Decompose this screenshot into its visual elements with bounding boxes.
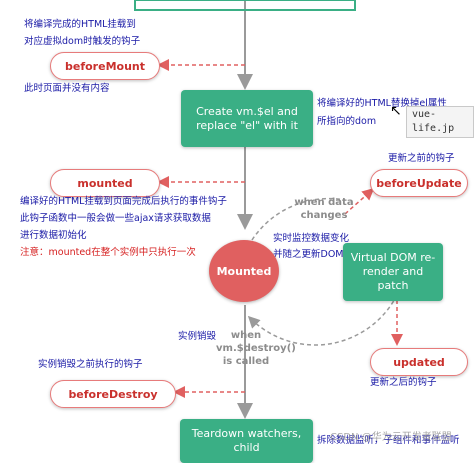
note-mount-top-1: 将编译完成的HTML挂载到 [24, 19, 136, 30]
arrow-to-before-update [344, 188, 375, 215]
tooltip: vue-life.jp [406, 106, 474, 138]
note-mounted-2: 此钩子函数中一般会做一些ajax请求获取数据 [20, 213, 211, 224]
note-watch-1: 实时监控数据变化 [273, 233, 350, 244]
box-create-el: Create vm.$el and replace "el" with it [181, 90, 313, 147]
note-mounted-4: 注意：mounted在整个实例中只执行一次 [20, 247, 196, 258]
top-box-bottom [134, 0, 356, 11]
note-mounted-1: 编译好的HTML挂载到页面完成后执行的事件钩子 [20, 196, 227, 207]
watermark: CSDN @华为云开发者联盟 [330, 432, 452, 443]
note-replace-el-2: 所指向的dom [317, 116, 377, 127]
hook-before-mount: beforeMount [50, 52, 160, 80]
note-teardown: 拆除数据监听，子组件和事件监听 [317, 435, 460, 446]
box-virtual-dom: Virtual DOM re-render and patch [343, 243, 443, 301]
label-when-data-changes: when data changes [294, 197, 354, 221]
cursor-icon: ↖ [390, 103, 402, 119]
box-teardown: Teardown watchers, child [180, 419, 313, 463]
hook-before-destroy: beforeDestroy [50, 380, 176, 408]
note-after-update: 更新之后的钩子 [370, 377, 437, 388]
note-no-content: 此时页面并没有内容 [24, 83, 110, 94]
label-when-destroy: when vm.$destroy() is called [216, 330, 296, 367]
note-before-destroy: 实例销毁之前执行的钩子 [38, 359, 143, 370]
connector-lines [134, 0, 403, 419]
note-destroy: 实例销毁 [178, 331, 217, 342]
note-watch-2: 并随之更新DOM [273, 249, 344, 260]
mounted-circle: Mounted [209, 240, 279, 302]
hook-before-update: beforeUpdate [370, 169, 468, 197]
hook-mounted: mounted [50, 169, 160, 197]
note-replace-el-1: 将编译好的HTML替换掉el属性 [317, 98, 447, 109]
note-mount-top-2: 对应虚拟dom时触发的钩子 [24, 36, 141, 47]
note-mounted-3: 进行数据初始化 [20, 230, 87, 241]
loop-arc-top [251, 197, 346, 241]
note-before-update: 更新之前的钩子 [388, 153, 455, 164]
loop-arc-bottom [247, 294, 398, 346]
hook-updated: updated [370, 348, 468, 376]
